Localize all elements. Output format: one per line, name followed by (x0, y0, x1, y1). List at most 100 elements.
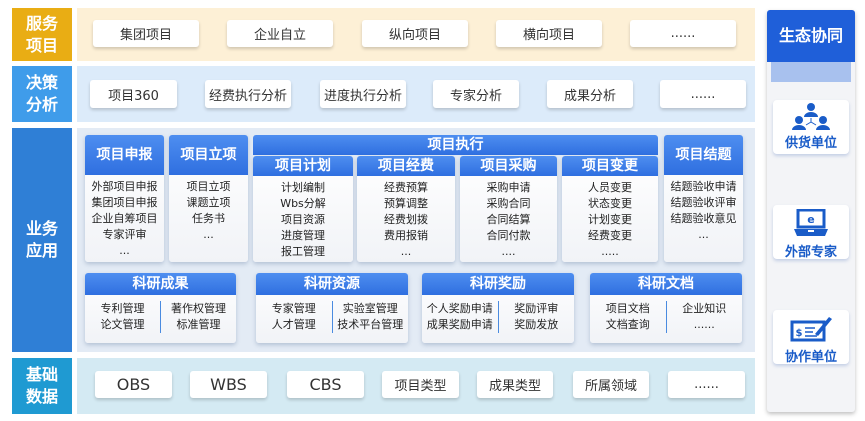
basic-item[interactable]: WBS (190, 371, 267, 398)
card-project-purchase[interactable]: 项目采购 采购申请 采购合同 合同结算 合同付款 .... (460, 156, 557, 262)
card-research-docs[interactable]: 科研文档 项目文档文档查询企业知识...... (590, 273, 742, 343)
list-item[interactable]: 人才管理 (271, 318, 316, 331)
list-item[interactable]: 经费变更 (588, 229, 632, 242)
list-item[interactable]: 采购申请 (486, 181, 531, 194)
service-item[interactable]: 纵向项目 (362, 20, 468, 47)
ecosystem-item-expert[interactable]: e 外部专家 (773, 205, 849, 260)
basic-item[interactable]: 成果类型 (477, 371, 553, 398)
list-item[interactable]: 合同结算 (486, 213, 531, 226)
label-line: 项目 (25, 35, 58, 55)
list-item: ... (203, 228, 214, 241)
ecosystem-item-supplier[interactable]: 供货单位 (773, 100, 849, 154)
label-line: 业务 (25, 219, 58, 238)
svg-text:e: e (807, 213, 814, 226)
decision-item[interactable]: 专家分析 (433, 80, 519, 108)
ecosystem-item-label: 供货单位 (784, 136, 837, 151)
row-label-basic: 基础 数据 (12, 358, 72, 414)
list-item[interactable]: 奖励评审 (514, 302, 559, 315)
row-label-business: 业务 应用 (12, 128, 72, 352)
list-item[interactable]: 专利管理 (100, 302, 145, 315)
list-item[interactable]: 结题验收评审 (670, 196, 737, 209)
execute-header: 项目执行 (253, 135, 658, 155)
card-research-results[interactable]: 科研成果 专利管理论文管理 著作权管理标准管理 (85, 273, 236, 343)
list-item[interactable]: 实验室管理 (342, 302, 398, 315)
card-title: 科研成果 (85, 273, 236, 295)
list-item[interactable]: 经费预算 (384, 181, 428, 194)
row-label-decision: 决策 分析 (12, 66, 72, 122)
card-title: 项目计划 (253, 156, 353, 176)
list-item[interactable]: 外部项目申报 (91, 180, 158, 193)
list-item[interactable]: 个人奖励申请 (426, 302, 493, 315)
list-item[interactable]: 合同付款 (486, 229, 531, 242)
basic-item[interactable]: CBS (287, 371, 364, 398)
card-project-plan[interactable]: 项目计划 计划编制 Wbs分解 项目资源 进度管理 报工管理 (253, 156, 353, 262)
basic-item[interactable]: 项目类型 (382, 371, 459, 398)
list-item[interactable]: 预算调整 (384, 197, 428, 210)
list-item[interactable]: 费用报销 (384, 229, 428, 242)
card-title: 科研资源 (256, 273, 408, 295)
list-item[interactable]: 集团项目申报 (91, 196, 158, 209)
decision-item[interactable]: 项目360 (90, 80, 177, 108)
list-item[interactable]: 成果奖励申请 (426, 318, 493, 331)
list-item[interactable]: 课题立项 (186, 196, 231, 209)
list-item: ... (400, 245, 412, 258)
list-item[interactable]: 结题验收申请 (670, 180, 737, 193)
card-research-resources[interactable]: 科研资源 专家管理人才管理 实验室管理技术平台管理 (256, 273, 408, 343)
list-item[interactable]: 结题验收意见 (670, 212, 737, 225)
laptop-icon: e (794, 208, 828, 236)
service-item[interactable]: 集团项目 (93, 20, 199, 47)
card-project-funds[interactable]: 项目经费 经费预算 预算调整 经费划拨 费用报销 ... (357, 156, 455, 262)
list-item: ... (119, 244, 130, 257)
list-item[interactable]: 经费划拨 (384, 213, 428, 226)
list-item[interactable]: 标准管理 (176, 318, 221, 331)
list-item[interactable]: 奖励发放 (514, 318, 559, 331)
card-project-change[interactable]: 项目变更 人员变更 状态变更 计划变更 经费变更 ..... (562, 156, 658, 262)
card-title: 项目结题 (664, 135, 743, 175)
list-item[interactable]: 企业知识 (682, 302, 727, 315)
list-item[interactable]: 专家评审 (102, 228, 147, 241)
decision-item[interactable]: 经费执行分析 (205, 80, 291, 108)
list-item[interactable]: 论文管理 (100, 318, 145, 331)
list-item[interactable]: 文档查询 (605, 318, 650, 331)
service-item[interactable]: 企业自立 (227, 20, 333, 47)
list-item[interactable]: 企业自筹项目 (91, 212, 158, 225)
list-item[interactable]: 任务书 (192, 212, 225, 225)
list-item[interactable]: 项目资源 (281, 213, 325, 226)
decision-item[interactable]: 进度执行分析 (320, 80, 406, 108)
card-research-rewards[interactable]: 科研奖励 个人奖励申请成果奖励申请 奖励评审奖励发放 (422, 273, 574, 343)
service-item[interactable]: ...... (630, 20, 736, 47)
list-item[interactable]: 状态变更 (588, 197, 632, 210)
card-title: 项目申报 (85, 135, 164, 175)
basic-item[interactable]: ...... (668, 371, 745, 398)
decision-item[interactable]: ...... (660, 80, 746, 108)
list-item[interactable]: 著作权管理 (171, 302, 226, 315)
card-title: 科研奖励 (422, 273, 574, 295)
list-item[interactable]: 采购合同 (486, 197, 531, 210)
list-item[interactable]: 项目立项 (186, 180, 231, 193)
basic-item[interactable]: OBS (95, 371, 172, 398)
list-item[interactable]: 进度管理 (281, 229, 325, 242)
list-item[interactable]: Wbs分解 (280, 197, 326, 210)
check-sign-icon: $ (790, 317, 832, 342)
card-project-approve[interactable]: 项目立项 项目立项 课题立项 任务书 ... (169, 135, 248, 262)
list-item: .... (501, 245, 516, 258)
card-title: 项目立项 (169, 135, 248, 175)
list-item[interactable]: 专家管理 (271, 302, 316, 315)
card-project-declare[interactable]: 项目申报 外部项目申报 集团项目申报 企业自筹项目 专家评审 ... (85, 135, 164, 262)
list-item[interactable]: 计划变更 (588, 213, 632, 226)
basic-item[interactable]: 所属领域 (573, 371, 649, 398)
label-line: 基础 (25, 365, 58, 384)
card-title: 项目采购 (460, 156, 557, 176)
list-item[interactable]: 技术平台管理 (337, 318, 404, 331)
list-item[interactable]: 报工管理 (281, 245, 325, 258)
card-title: 科研文档 (590, 273, 742, 295)
list-item[interactable]: 人员变更 (588, 181, 632, 194)
decision-item[interactable]: 成果分析 (547, 80, 633, 108)
card-project-close[interactable]: 项目结题 结题验收申请 结题验收评审 结题验收意见 ... (664, 135, 743, 262)
list-item[interactable]: 项目文档 (605, 302, 650, 315)
card-title: 项目经费 (357, 156, 455, 176)
list-item[interactable]: 计划编制 (281, 181, 325, 194)
ecosystem-item-partner[interactable]: $ 协作单位 (773, 310, 849, 365)
service-item[interactable]: 横向项目 (496, 20, 602, 47)
decision-band (77, 66, 755, 122)
